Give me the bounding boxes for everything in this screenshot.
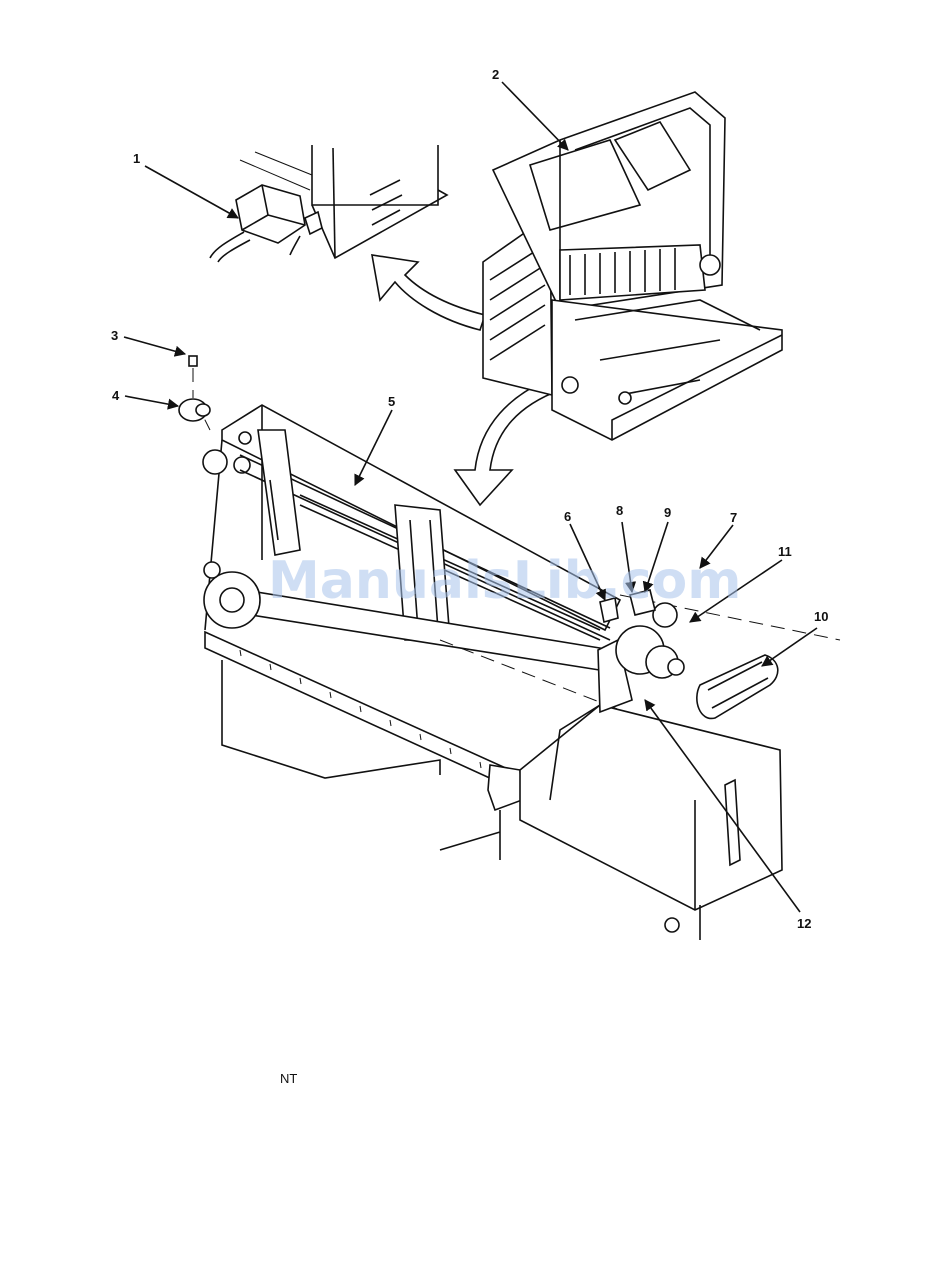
screw-and-knob: [179, 356, 210, 421]
printer-cabinet: [483, 92, 782, 440]
footer-note: NT: [280, 1071, 297, 1086]
cable-connector-detail: [210, 145, 447, 262]
callout-1: 1: [133, 151, 140, 166]
callout-5: 5: [388, 394, 395, 409]
callout-4: 4: [112, 388, 120, 403]
callout-12: 12: [797, 916, 811, 931]
callout-7: 7: [730, 510, 737, 525]
callout-9: 9: [664, 505, 671, 520]
callout-3: 3: [111, 328, 118, 343]
callout-8: 8: [616, 503, 623, 518]
callout-6: 6: [564, 509, 571, 524]
callout-11: 11: [778, 544, 792, 559]
callout-2: 2: [492, 67, 499, 82]
callout-10: 10: [814, 609, 828, 624]
watermark-text: ManualsLib.com: [268, 551, 741, 611]
base-housing: [520, 705, 782, 940]
